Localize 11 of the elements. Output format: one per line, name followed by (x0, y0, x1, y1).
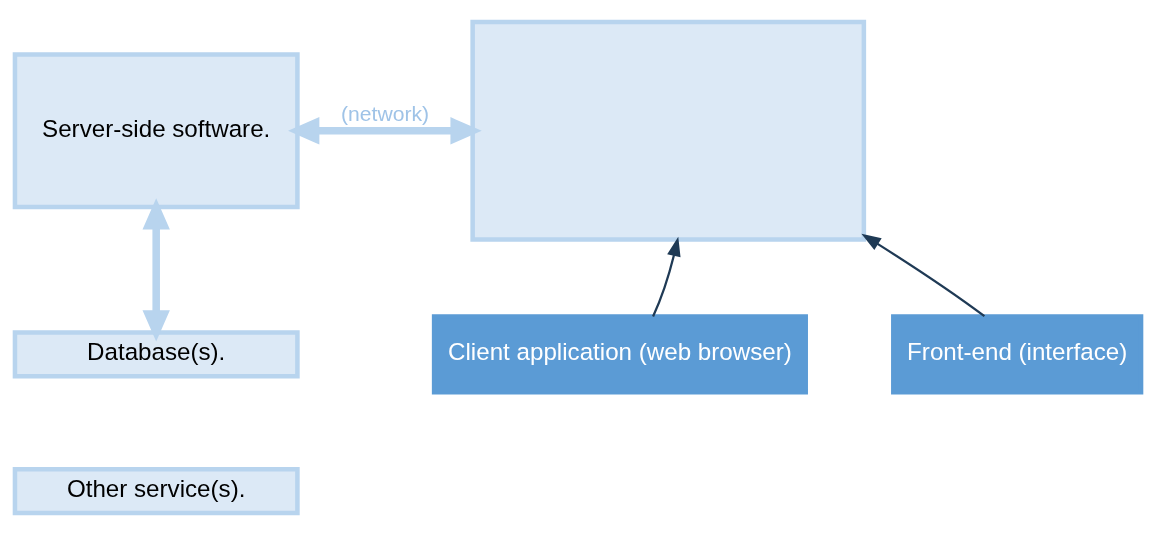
arrow (652, 236, 681, 317)
edge-label: (network) (341, 101, 430, 125)
node-box: Client application (web browser) (431, 314, 808, 395)
arrow (861, 233, 986, 318)
arrow (142, 198, 170, 342)
node-box (470, 19, 867, 242)
arrow (288, 117, 482, 145)
node-box: Server-side software. (12, 52, 300, 210)
node-box: Database(s). (12, 330, 300, 379)
node-box: Other service(s). (12, 466, 300, 516)
node-box: Front-end (interface) (891, 314, 1144, 395)
